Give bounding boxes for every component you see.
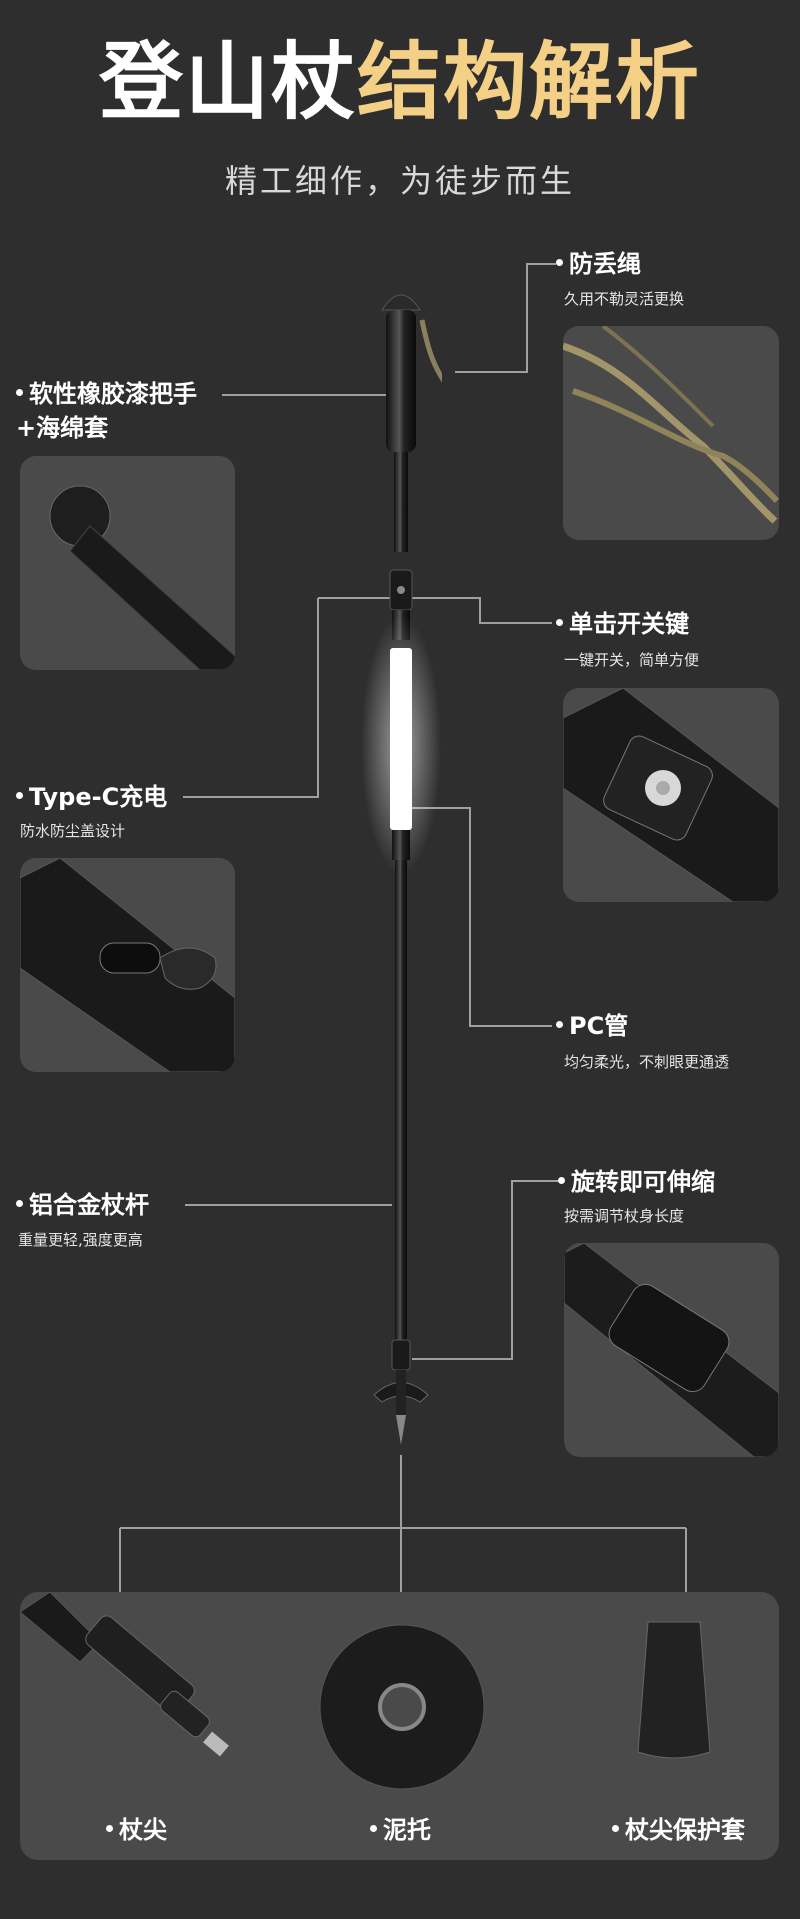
tip-protector-label: 杖尖保护套	[612, 1810, 745, 1845]
telescopic-label: 旋转即可伸缩	[558, 1166, 715, 1198]
bullet-dot	[558, 1176, 565, 1184]
switch-image	[563, 688, 779, 902]
alloy-desc: 重量更轻,强度更高	[18, 1231, 143, 1249]
alloy-label-text: 铝合金杖杆	[29, 1191, 149, 1219]
typec-image	[20, 858, 235, 1072]
switch-desc: 一键开关，简单方便	[564, 651, 700, 669]
page-subtitle: 精工细作，为徒步而生	[224, 162, 575, 200]
rope-desc: 久用不勒灵活更换	[564, 290, 685, 308]
pc-desc: 均匀柔光，不刺眼更通透	[564, 1053, 730, 1071]
rope-image	[563, 326, 779, 540]
title-gold-part: 结构解析	[357, 33, 702, 131]
switch-label: 单击开关键	[556, 608, 689, 640]
grip-label-line1: 软性橡胶漆把手	[29, 380, 197, 408]
bullet-dot	[16, 1199, 23, 1207]
telescopic-desc: 按需调节杖身长度	[564, 1207, 685, 1225]
bullet-dot	[612, 1824, 619, 1832]
accessories-graphics	[20, 1592, 711, 1790]
bullet-dot	[556, 258, 563, 266]
tip-icon	[20, 1592, 229, 1757]
tip-protector-label-text: 杖尖保护套	[625, 1816, 745, 1844]
telescopic-image	[564, 1243, 779, 1457]
bullet-dot	[556, 618, 563, 626]
tip-label: 杖尖	[106, 1810, 167, 1845]
mud-basket-icon	[319, 1624, 485, 1790]
switch-label-text: 单击开关键	[569, 610, 689, 638]
page-title: 登山杖结构解析	[0, 40, 800, 124]
mud-basket-label-text: 泥托	[383, 1816, 431, 1844]
grip-label-line2: +海绵套	[16, 414, 109, 442]
tip-protector-icon	[637, 1621, 711, 1759]
typec-label-text: Type-C充电	[29, 783, 168, 811]
pc-label-text: PC管	[569, 1012, 629, 1040]
bullet-dot	[16, 388, 23, 396]
alloy-label: 铝合金杖杆	[16, 1189, 149, 1221]
rope-label-text: 防丢绳	[569, 250, 641, 278]
bullet-dot	[556, 1020, 563, 1028]
bullet-dot	[16, 791, 23, 799]
tip-label-text: 杖尖	[119, 1816, 167, 1844]
title-white-part: 登山杖	[98, 33, 357, 131]
accessories-panel: 杖尖 泥托 杖尖保护套	[20, 1592, 779, 1860]
typec-label: Type-C充电	[16, 781, 167, 813]
grip-image	[20, 456, 235, 670]
grip-label: 软性橡胶漆把手	[16, 378, 197, 410]
pc-label: PC管	[556, 1010, 628, 1042]
bullet-dot	[106, 1824, 113, 1832]
rope-label: 防丢绳	[556, 248, 641, 280]
typec-desc: 防水防尘盖设计	[20, 822, 126, 840]
bullet-dot	[370, 1824, 377, 1832]
trekking-pole-graphic	[361, 294, 442, 1445]
mud-basket-label: 泥托	[370, 1810, 431, 1845]
telescopic-label-text: 旋转即可伸缩	[571, 1168, 715, 1196]
